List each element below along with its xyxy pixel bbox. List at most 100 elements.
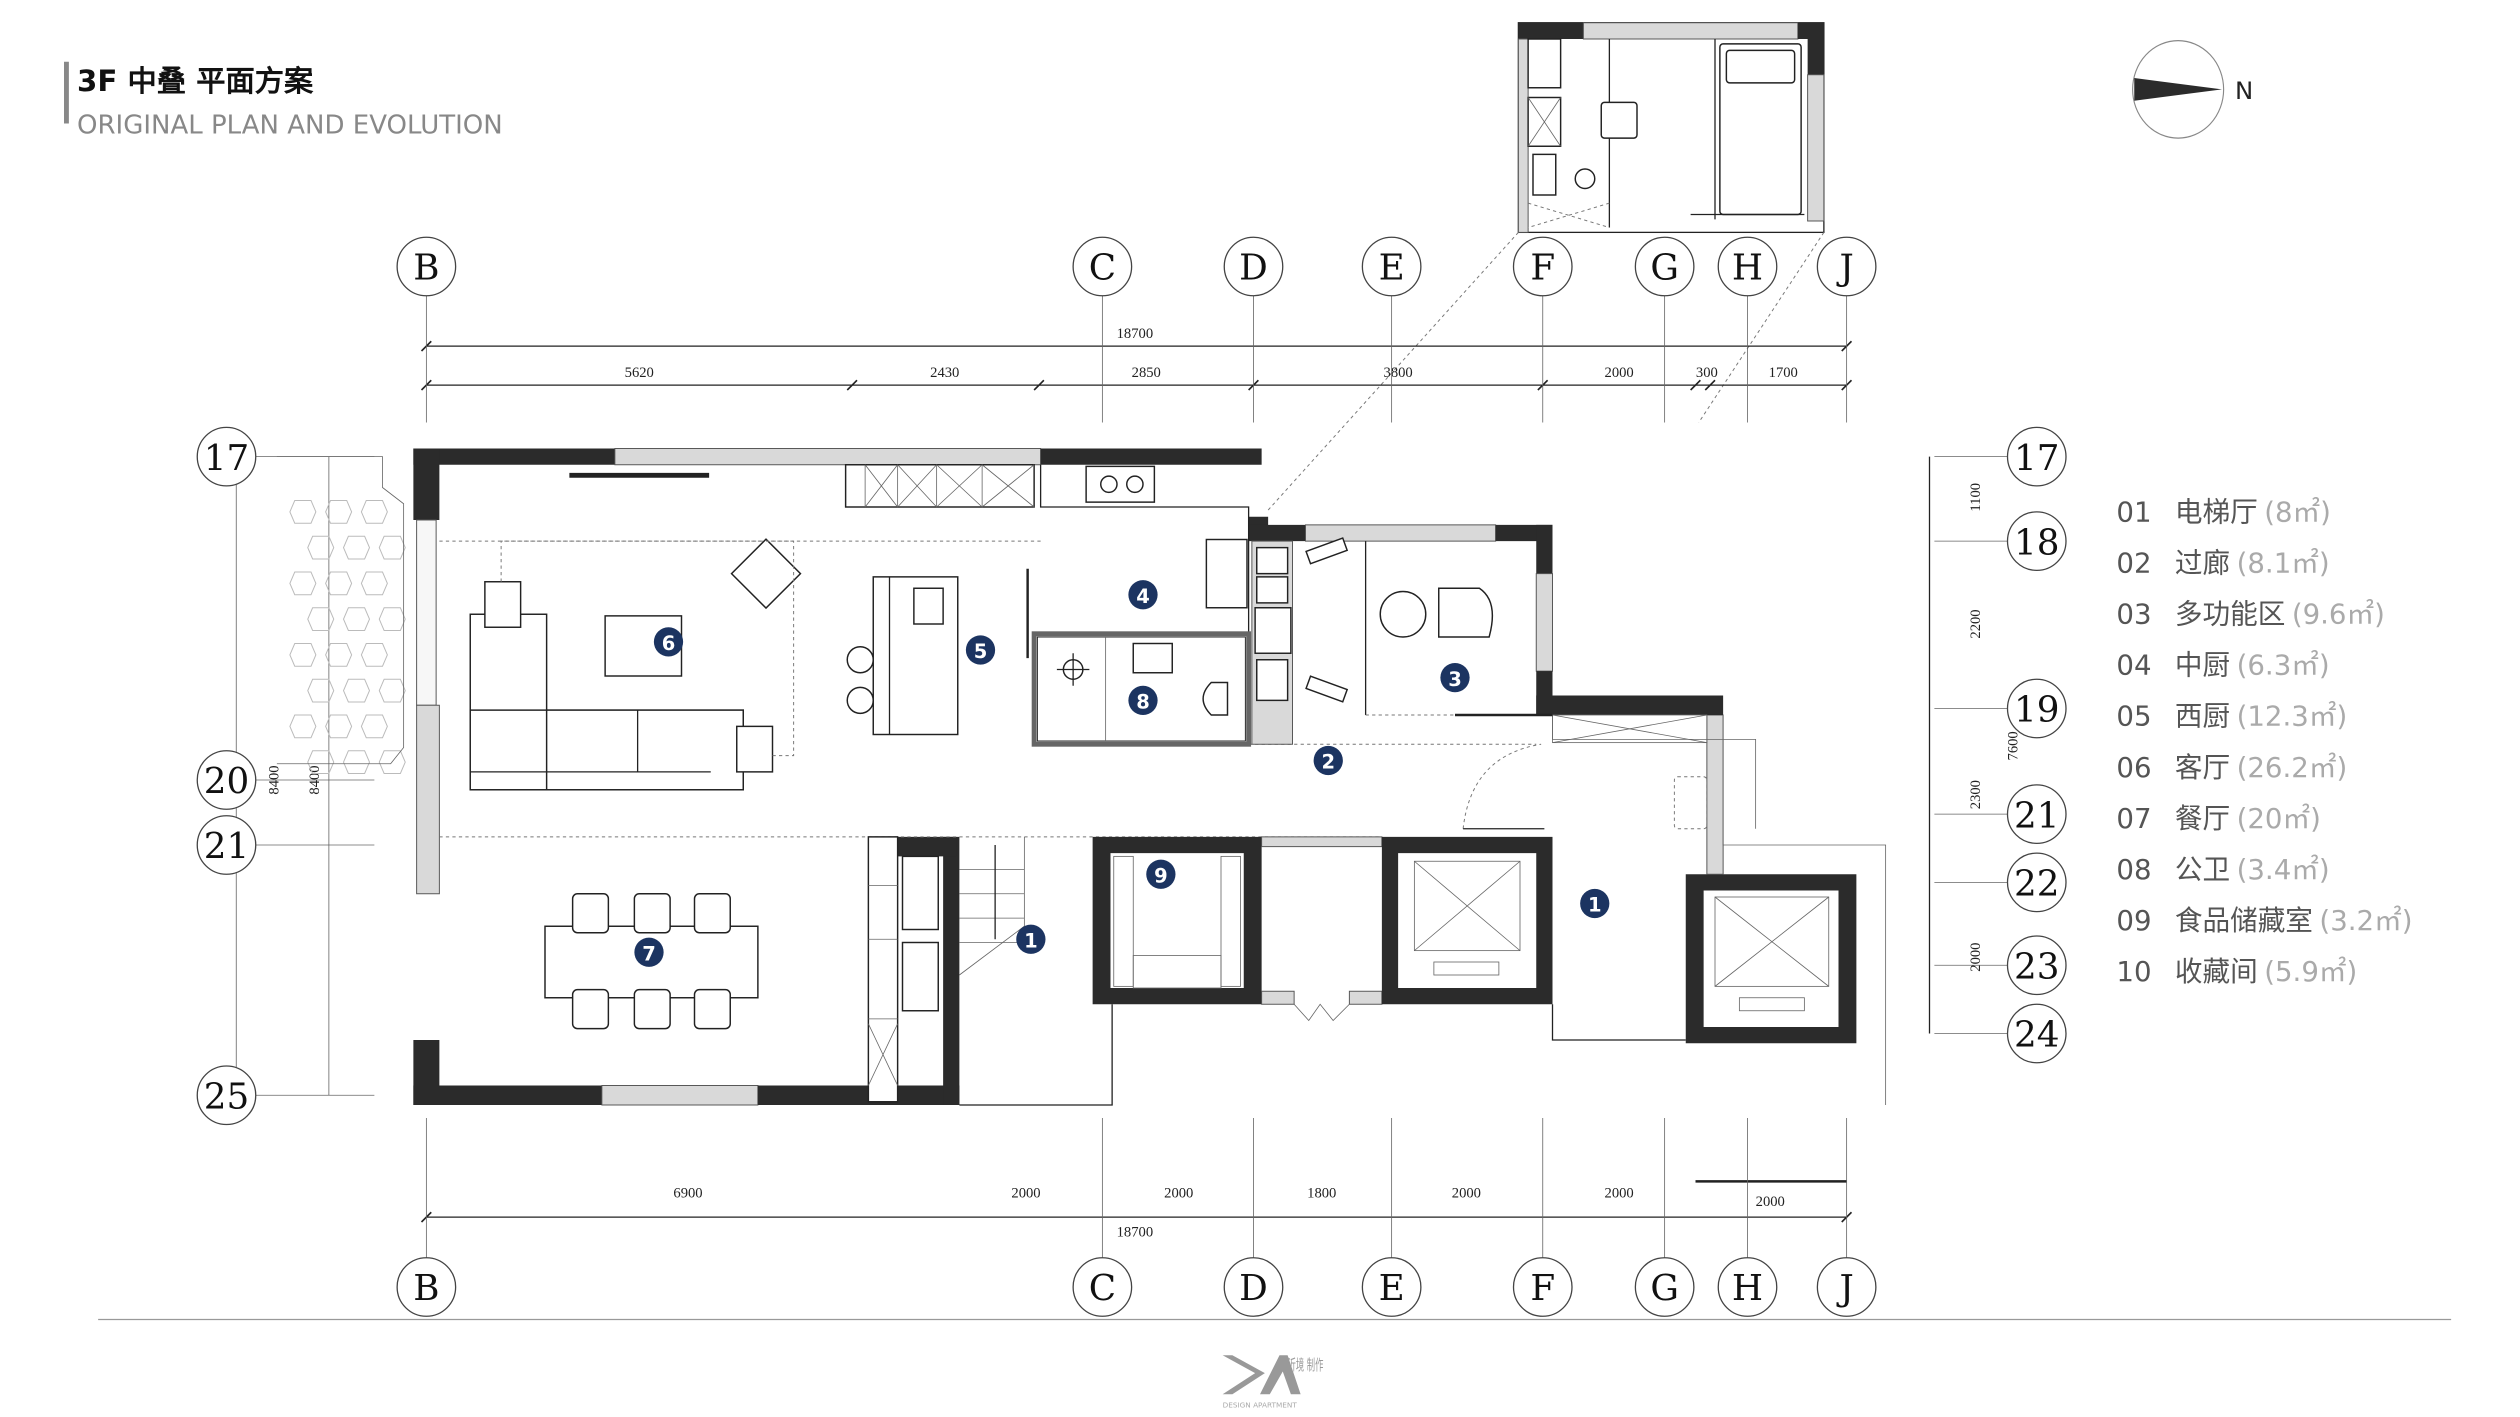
- grid-label: G: [1650, 1268, 1679, 1309]
- legend-name-text: 客厅: [2175, 751, 2230, 784]
- legend-number: 07: [2116, 802, 2151, 835]
- legend-room-name: 餐厅(20㎡): [2175, 802, 2321, 835]
- grid-bubble-top-J: J: [1816, 236, 1877, 297]
- dimension-label: 2000: [1756, 1194, 1785, 1210]
- legend-room-name: 公卫(3.4㎡): [2175, 853, 2330, 886]
- grid-bubble-top-F: F: [1512, 236, 1573, 297]
- legend-name-text: 电梯厅: [2175, 496, 2258, 529]
- grid-label: 20: [204, 761, 250, 802]
- dimension-label: 2000: [1968, 943, 1984, 972]
- grid-label: H: [1732, 1268, 1763, 1309]
- compass-north-label: N: [2235, 76, 2253, 105]
- grid-label: 17: [204, 438, 250, 479]
- legend-name-text: 公卫: [2175, 853, 2230, 886]
- brand-logo: 沂境 制作 DESIGN APARTMENT: [1222, 1355, 1324, 1409]
- legend-item: 06 客厅(26.2㎡): [2116, 751, 2347, 784]
- room-marker-1: 1: [1016, 924, 1046, 954]
- grid-bubble-right-21: 21: [2006, 784, 2067, 845]
- legend-room-name: 电梯厅(8㎡): [2175, 496, 2331, 529]
- legend-area: (12.3㎡): [2237, 700, 2348, 733]
- dimension-label: 2850: [1132, 365, 1161, 381]
- dimension-label: 7600: [2005, 731, 2021, 760]
- north-compass-icon: N: [2132, 40, 2253, 139]
- dimension-label: 2000: [1605, 365, 1634, 381]
- room-marker-5: 5: [965, 635, 996, 665]
- room-marker-number: 3: [1448, 668, 1462, 691]
- dimension-label: 2430: [930, 365, 959, 381]
- grid-label: 21: [2014, 795, 2060, 836]
- room-marker-number: 4: [1136, 585, 1150, 608]
- grid-bubble-bottom-G: G: [1634, 1257, 1695, 1317]
- legend-number: 09: [2116, 904, 2151, 937]
- walls: [413, 448, 1887, 1106]
- legend-room-name: 中厨(6.3㎡): [2175, 649, 2330, 682]
- grid-label: B: [413, 1268, 439, 1309]
- grid-label: C: [1089, 248, 1116, 289]
- grid-bubble-left-17: 17: [196, 426, 257, 487]
- legend-area: (3.2㎡): [2319, 904, 2412, 937]
- room-marker-7: 7: [634, 937, 664, 967]
- dimension-label: 18700: [1117, 326, 1154, 342]
- legend-number: 01: [2116, 496, 2151, 529]
- grid-label: H: [1732, 248, 1763, 289]
- room-marker-2: 2: [1313, 745, 1343, 776]
- legend-area: (26.2㎡): [2237, 751, 2348, 784]
- legend-area: (20㎡): [2237, 802, 2321, 835]
- logo-text-en: DESIGN APARTMENT: [1223, 1400, 1298, 1409]
- grid-bubble-left-21: 21: [196, 815, 257, 875]
- grid-label: 21: [204, 826, 250, 867]
- room-marker-number: 1: [1588, 894, 1602, 917]
- grid-label: E: [1379, 248, 1405, 289]
- grid-bubble-top-C: C: [1072, 236, 1133, 297]
- grid-bubble-bottom-C: C: [1072, 1257, 1133, 1317]
- grid-label: D: [1239, 248, 1268, 289]
- legend-room-name: 过廊(8.1㎡): [2175, 547, 2330, 580]
- title-bar-accent: [64, 61, 69, 124]
- legend-item: 04 中厨(6.3㎡): [2116, 649, 2329, 682]
- grid-label: J: [1836, 1268, 1853, 1309]
- room-marker-number: 6: [662, 632, 676, 655]
- room-marker-number: 5: [974, 640, 988, 663]
- grid-bubble-top-E: E: [1361, 236, 1422, 297]
- legend-area: (6.3㎡): [2237, 649, 2330, 682]
- grid-label: D: [1239, 1268, 1268, 1309]
- legend-number: 04: [2116, 649, 2151, 682]
- grid-label: C: [1089, 1268, 1116, 1309]
- legend-name-text: 西厨: [2175, 700, 2230, 733]
- room-marker-1: 1: [1580, 888, 1610, 919]
- grid-label: 23: [2014, 946, 2060, 987]
- inset-plan: [1266, 22, 1825, 513]
- dimension-label: 2000: [1452, 1186, 1481, 1202]
- grid-bubble-bottom-D: D: [1223, 1257, 1284, 1317]
- legend-name-text: 收藏间: [2175, 955, 2258, 988]
- room-marker-number: 8: [1136, 691, 1150, 714]
- legend-number: 06: [2116, 751, 2151, 784]
- room-marker-6: 6: [653, 627, 684, 657]
- grid-label: 22: [2014, 864, 2060, 905]
- grid-bubble-top-H: H: [1717, 236, 1778, 297]
- room-marker-9: 9: [1146, 859, 1176, 889]
- dimension-label: 2000: [1011, 1186, 1040, 1202]
- room-marker-number: 2: [1321, 751, 1335, 774]
- room-marker-8: 8: [1128, 685, 1158, 715]
- grid-bubble-right-24: 24: [2006, 1003, 2067, 1064]
- legend-name-text: 中厨: [2175, 649, 2230, 682]
- legend-number: 03: [2116, 598, 2151, 631]
- grid-label: 24: [2014, 1015, 2060, 1056]
- legend-area: (3.4㎡): [2237, 853, 2330, 886]
- grid-bubble-bottom-H: H: [1717, 1257, 1778, 1317]
- grid-label: E: [1379, 1268, 1405, 1309]
- dimension-label: 18700: [1117, 1225, 1154, 1241]
- legend-room-name: 收藏间(5.9㎡): [2175, 955, 2357, 988]
- page-subtitle: ORIGINAL PLAN AND EVOLUTION: [77, 110, 503, 140]
- grid-bubble-right-18: 18: [2006, 511, 2067, 572]
- terrace-hatch: [276, 456, 406, 774]
- grid-bubble-bottom-J: J: [1816, 1257, 1877, 1317]
- grid-bubble-bottom-E: E: [1361, 1257, 1422, 1317]
- room-marker-number: 9: [1154, 864, 1168, 887]
- dimension-label: 1800: [1307, 1186, 1336, 1202]
- legend-room-name: 食品储藏室(3.2㎡): [2175, 904, 2413, 937]
